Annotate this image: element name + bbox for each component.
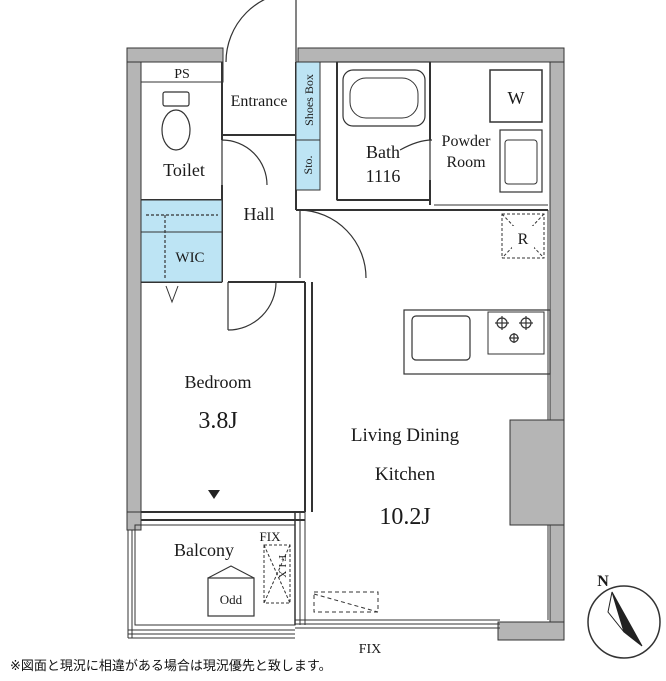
bath-label: Bath [366, 142, 400, 162]
wall-top-left [126, 47, 224, 63]
wall-right-pillar [509, 419, 565, 526]
powder-room-label-1: Powder [442, 133, 492, 150]
entrance-label: Entrance [231, 93, 288, 110]
fix-balcony-label: FIX [260, 529, 282, 544]
shoes-box [295, 61, 321, 141]
north-label: N [597, 573, 609, 590]
ldk-label-2: Kitchen [375, 464, 436, 485]
bath-size-label: 1116 [366, 166, 401, 186]
balcony-railing [127, 530, 295, 639]
fix-vertical-label: F I X [276, 555, 288, 578]
compass: N [587, 573, 661, 659]
shoes-box-label: Shoes Box [302, 74, 316, 126]
bathtub-inner [349, 77, 419, 119]
stove-burners-icon [495, 316, 533, 343]
wall-bottom [497, 621, 565, 641]
wic-area [140, 199, 223, 283]
wall-left [126, 61, 142, 513]
stove [487, 311, 545, 355]
storage-box [295, 139, 321, 191]
bedroom-label: Bedroom [185, 372, 252, 392]
ps-label: PS [174, 67, 190, 82]
ldk-window-bottom [295, 619, 500, 629]
wall-top-right [297, 47, 565, 63]
wic-door-mark [165, 285, 179, 304]
wall-balcony-left [126, 511, 142, 531]
washer-box [489, 69, 543, 123]
bath-door [399, 139, 433, 151]
exterior-walls [126, 47, 565, 641]
fix-bottom-label: FIX [359, 642, 382, 657]
storage-label: Sto. [301, 155, 315, 174]
kitchen-sink [411, 315, 471, 361]
bath-room [336, 61, 431, 201]
interior-walls [141, 62, 548, 521]
footnote: ※図面と現況に相違がある場合は現況優先と致します。 [10, 659, 332, 674]
wic-label: WIC [175, 250, 204, 266]
bedroom-door [227, 281, 277, 331]
toilet-label: Toilet [163, 160, 205, 180]
toilet-fixture [161, 91, 191, 151]
vanity-basin [504, 139, 538, 185]
hall-label: Hall [244, 204, 275, 224]
bedroom-marker-icon [208, 490, 220, 499]
ldk-fix-dashed [313, 591, 379, 613]
outdoor-unit [207, 577, 255, 617]
outdoor-unit-label: Odd [220, 592, 243, 607]
entrance-door [225, 0, 297, 63]
toilet-door [221, 139, 268, 186]
balcony-label: Balcony [174, 540, 234, 560]
ldk-size-label: 10.2J [379, 504, 430, 530]
ldk-label-1: Living Dining [351, 425, 460, 446]
powder-room-label-2: Room [446, 154, 486, 171]
ldk-door [299, 209, 367, 279]
fix-window-vertical [263, 544, 291, 604]
fridge-label: R [518, 231, 529, 248]
wall-right-upper [549, 61, 565, 421]
bedroom-size-label: 3.8J [198, 408, 237, 434]
washer-label: W [508, 88, 525, 108]
